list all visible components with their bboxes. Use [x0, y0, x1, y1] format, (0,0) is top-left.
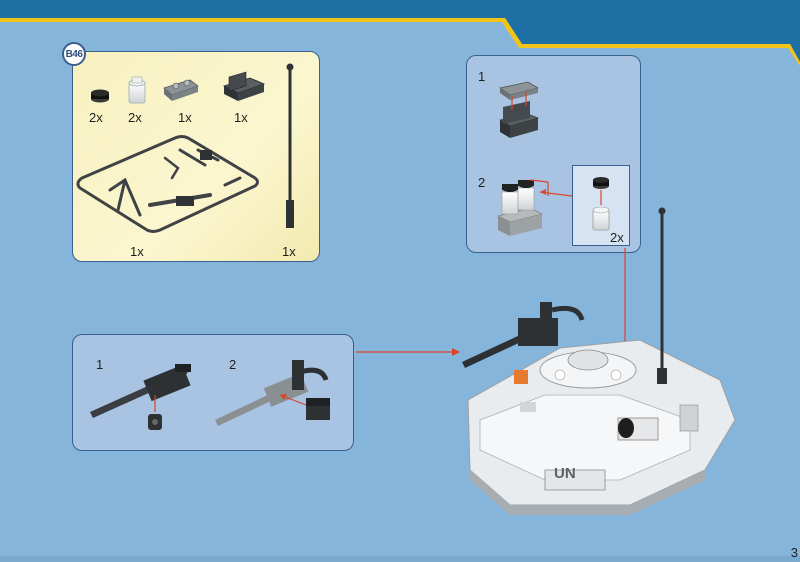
part-bracket-dark-grey [224, 72, 264, 101]
part-round-tile-black [91, 90, 109, 103]
substep-right-2-art [498, 180, 572, 236]
substep-right-1-art [500, 82, 538, 138]
part-round-brick-white [129, 77, 145, 103]
accessory-sprue [78, 137, 258, 232]
tank-model [462, 208, 735, 516]
substep-gun-1-art [90, 364, 191, 430]
antenna-part [286, 64, 294, 229]
sprue-qty: 1x [130, 244, 144, 259]
part-plate-modified-grey [164, 80, 198, 101]
inset-qty: 2x [610, 230, 624, 245]
substep-gun-number-2: 2 [229, 357, 236, 372]
part-qty-round-tile: 2x [89, 110, 103, 125]
tank-marking: UN [554, 465, 576, 482]
substep-gun-number-1: 1 [96, 357, 103, 372]
part-qty-bracket: 1x [234, 110, 248, 125]
part-qty-round-brick: 2x [128, 110, 142, 125]
page-number: 3 [791, 545, 798, 560]
substep-right-number-2: 2 [478, 175, 485, 190]
part-qty-plate: 1x [178, 110, 192, 125]
inset-parts-art [593, 177, 609, 230]
substep-right-number-1: 1 [478, 69, 485, 84]
antenna-qty: 1x [282, 244, 296, 259]
